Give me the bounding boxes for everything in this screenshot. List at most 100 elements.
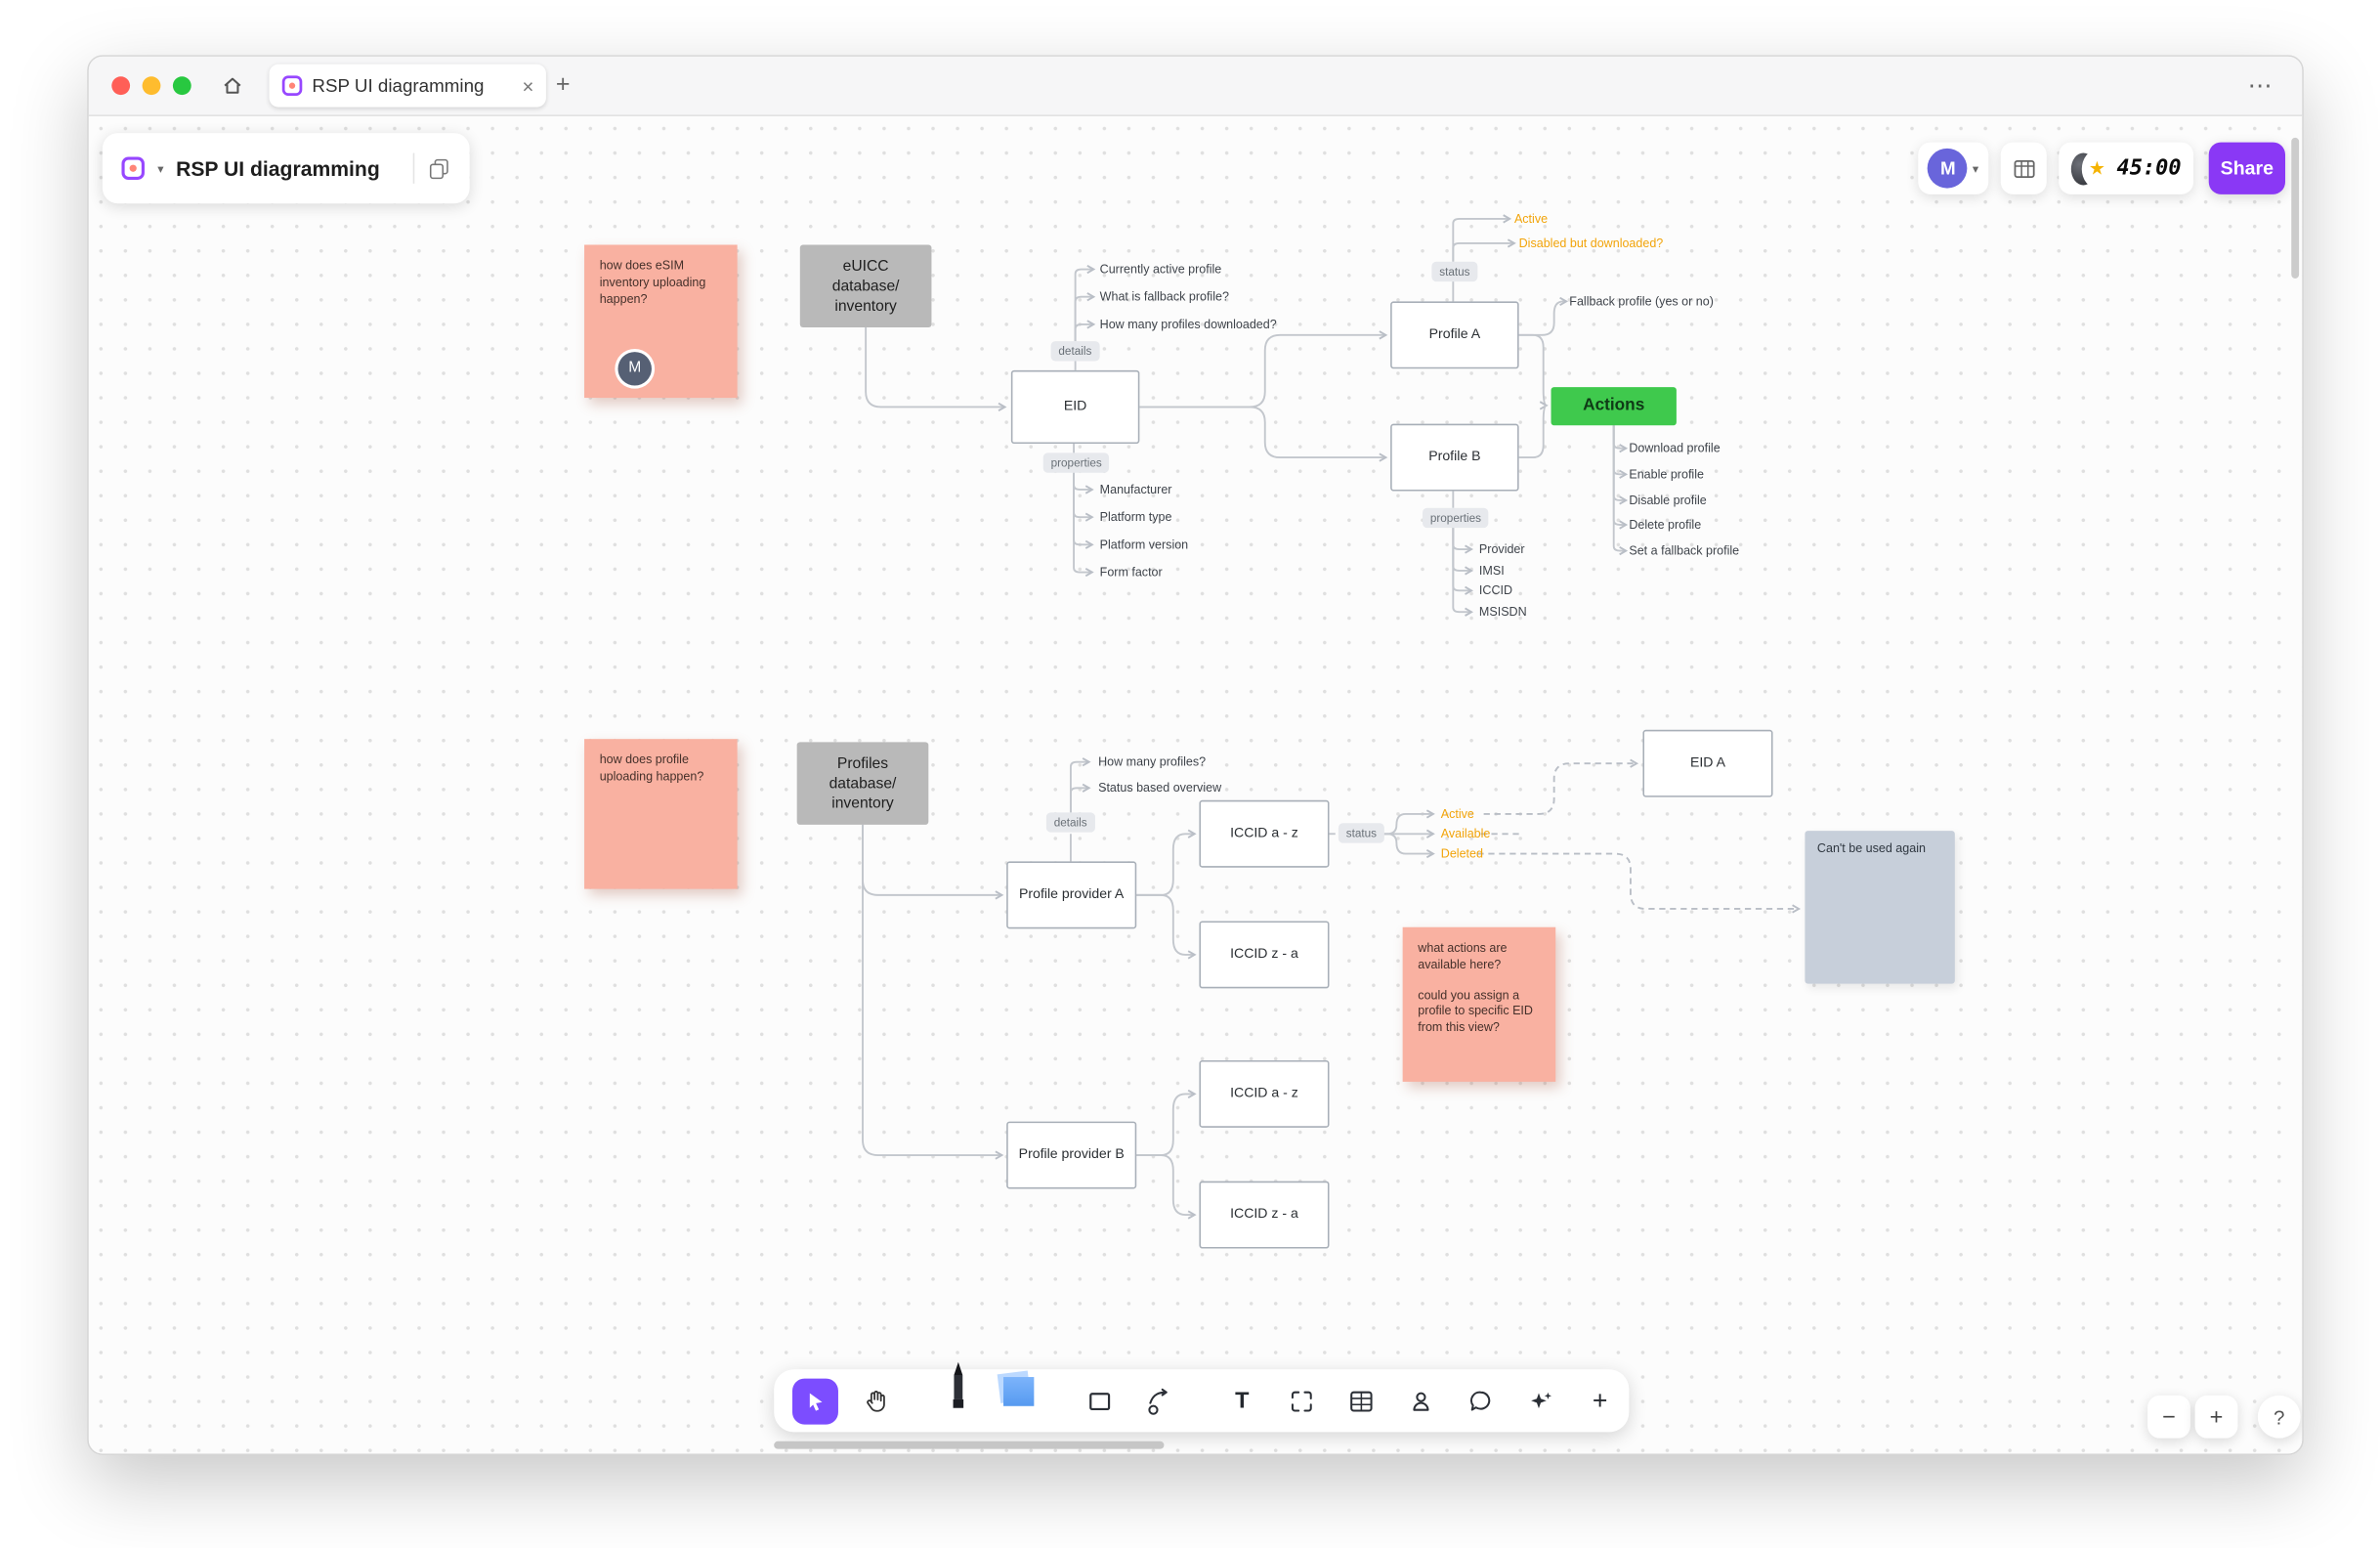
close-window-button[interactable] <box>111 76 131 96</box>
node-iccid-za-2[interactable]: ICCID z - a <box>1199 1181 1330 1249</box>
leaf-label-status[interactable]: Available <box>1440 827 1491 841</box>
tag-properties[interactable]: properties <box>1423 507 1489 529</box>
node-profile-provider-b[interactable]: Profile provider B <box>1006 1121 1137 1189</box>
leaf-label[interactable]: Platform type <box>1099 510 1172 525</box>
help-button[interactable]: ? <box>2257 1395 2301 1439</box>
leaf-label-status[interactable]: Deleted <box>1440 846 1483 861</box>
duplicate-icon[interactable] <box>427 156 451 181</box>
table-tool[interactable] <box>1339 1378 1384 1424</box>
node-eid-a[interactable]: EID A <box>1642 729 1773 797</box>
node-iccid-az-1[interactable]: ICCID a - z <box>1199 799 1330 868</box>
sticky-note-profile[interactable]: how does profile uploading happen? <box>584 739 738 889</box>
share-label: Share <box>2220 157 2274 180</box>
plus-icon: + <box>1592 1385 1608 1415</box>
chevron-down-icon[interactable]: ▾ <box>157 161 164 176</box>
sticky-note-esim[interactable]: how does eSIM inventory uploading happen… <box>584 244 738 399</box>
tag-status[interactable]: status <box>1338 823 1384 843</box>
stamp-tool[interactable] <box>1398 1378 1444 1424</box>
leaf-label[interactable]: Status based overview <box>1098 781 1222 796</box>
sticky-note-icon <box>1003 1376 1035 1406</box>
text-tool-icon: T <box>1235 1387 1250 1414</box>
tag-properties[interactable]: properties <box>1042 452 1110 473</box>
node-profiles-database[interactable]: Profiles database/ inventory <box>796 742 929 825</box>
leaf-label-action[interactable]: Disable profile <box>1629 493 1707 507</box>
marker-tool[interactable] <box>935 1360 981 1424</box>
sticky-text: how does eSIM inventory uploading happen… <box>599 258 706 306</box>
comment-tool[interactable] <box>1458 1378 1504 1424</box>
zoom-in-button[interactable]: + <box>2194 1395 2238 1439</box>
node-profile-a[interactable]: Profile A <box>1390 301 1519 369</box>
divider <box>412 152 415 184</box>
node-actions[interactable]: Actions <box>1551 387 1677 426</box>
leaf-label-status[interactable]: Disabled but downloaded? <box>1518 236 1664 250</box>
node-iccid-za-1[interactable]: ICCID z - a <box>1199 921 1330 989</box>
leaf-label[interactable]: Platform version <box>1099 538 1189 552</box>
share-button[interactable]: Share <box>2208 142 2286 194</box>
figjam-logo-icon[interactable] <box>121 156 146 181</box>
timer-widget[interactable]: ★ 45:00 <box>2059 142 2194 194</box>
node-profile-b[interactable]: Profile B <box>1390 423 1519 492</box>
node-eid[interactable]: EID <box>1010 369 1140 445</box>
leaf-label[interactable]: Currently active profile <box>1099 262 1222 277</box>
leaf-label[interactable]: Form factor <box>1099 565 1163 580</box>
home-tab-button[interactable] <box>211 64 254 108</box>
file-menu-panel: ▾ RSP UI diagramming <box>102 133 470 204</box>
maximize-window-button[interactable] <box>172 76 191 96</box>
vertical-scrollbar[interactable] <box>2291 137 2300 279</box>
text-tool[interactable]: T <box>1219 1378 1265 1424</box>
minimize-window-button[interactable] <box>142 76 161 96</box>
leaf-label[interactable]: How many profiles? <box>1098 754 1207 769</box>
node-cant-be-used[interactable]: Can't be used again <box>1805 831 1955 984</box>
minimized-view-button[interactable] <box>2000 142 2047 194</box>
tag-status[interactable]: status <box>1431 261 1478 282</box>
tag-details[interactable]: details <box>1050 341 1100 362</box>
leaf-label[interactable]: MSISDN <box>1478 605 1527 620</box>
figjam-canvas[interactable]: how does eSIM inventory uploading happen… <box>88 115 2303 1454</box>
leaf-label[interactable]: How many profiles downloaded? <box>1099 317 1277 331</box>
window-more-button[interactable]: ⋯ <box>2247 73 2274 100</box>
comment-bubble-icon <box>1466 1387 1494 1414</box>
section-icon <box>1288 1387 1315 1414</box>
shapes-tool[interactable] <box>1077 1378 1123 1424</box>
leaf-label-action[interactable]: Download profile <box>1629 441 1721 455</box>
tag-details[interactable]: details <box>1045 812 1095 833</box>
hand-tool[interactable] <box>852 1378 898 1424</box>
leaf-label[interactable]: What is fallback profile? <box>1099 289 1229 304</box>
section-tool[interactable] <box>1279 1378 1325 1424</box>
sparkle-icon <box>1526 1387 1553 1414</box>
hand-icon <box>861 1386 890 1415</box>
horizontal-scrollbar[interactable] <box>774 1440 1165 1449</box>
select-tool[interactable] <box>791 1377 838 1424</box>
leaf-label-action[interactable]: Set a fallback profile <box>1629 543 1740 558</box>
current-user-menu[interactable]: M ▾ <box>1918 142 1989 194</box>
sticky-note-actions-question[interactable]: what actions are available here? could y… <box>1402 926 1556 1082</box>
leaf-label[interactable]: Manufacturer <box>1099 482 1172 497</box>
leaf-label[interactable]: Fallback profile (yes or no) <box>1569 294 1714 309</box>
leaf-label-status[interactable]: Active <box>1513 211 1549 226</box>
leaf-label-status[interactable]: Active <box>1440 806 1474 821</box>
tab-rsp-ui-diagramming[interactable]: RSP UI diagramming × <box>269 64 546 108</box>
more-tools-button[interactable]: + <box>1577 1378 1623 1424</box>
leaf-label[interactable]: IMSI <box>1478 563 1505 579</box>
new-tab-button[interactable]: + <box>555 71 571 99</box>
stamp-person-icon <box>1407 1387 1434 1414</box>
grid-icon <box>2011 155 2037 182</box>
timer-countdown: 45:00 <box>2116 155 2182 181</box>
node-euicc-database[interactable]: eUICC database/ inventory <box>799 244 932 328</box>
connector-arrow-icon <box>1144 1384 1174 1417</box>
node-profile-provider-a[interactable]: Profile provider A <box>1006 861 1137 929</box>
sticky-note-tool[interactable] <box>995 1369 1041 1424</box>
node-iccid-az-2[interactable]: ICCID a - z <box>1199 1059 1330 1128</box>
tab-close-icon[interactable]: × <box>522 73 534 98</box>
sticky-text: what actions are available here? <box>1418 940 1508 971</box>
leaf-label-action[interactable]: Delete profile <box>1629 517 1702 533</box>
magic-tool[interactable] <box>1517 1378 1563 1424</box>
square-shape-icon <box>1086 1387 1114 1414</box>
leaf-label-action[interactable]: Enable profile <box>1629 467 1704 482</box>
connector-tool[interactable] <box>1136 1378 1182 1424</box>
zoom-out-button[interactable]: − <box>2147 1395 2190 1439</box>
leaf-label[interactable]: ICCID <box>1478 583 1513 598</box>
chevron-down-icon: ▾ <box>1972 161 1979 176</box>
leaf-label[interactable]: Provider <box>1478 542 1525 557</box>
